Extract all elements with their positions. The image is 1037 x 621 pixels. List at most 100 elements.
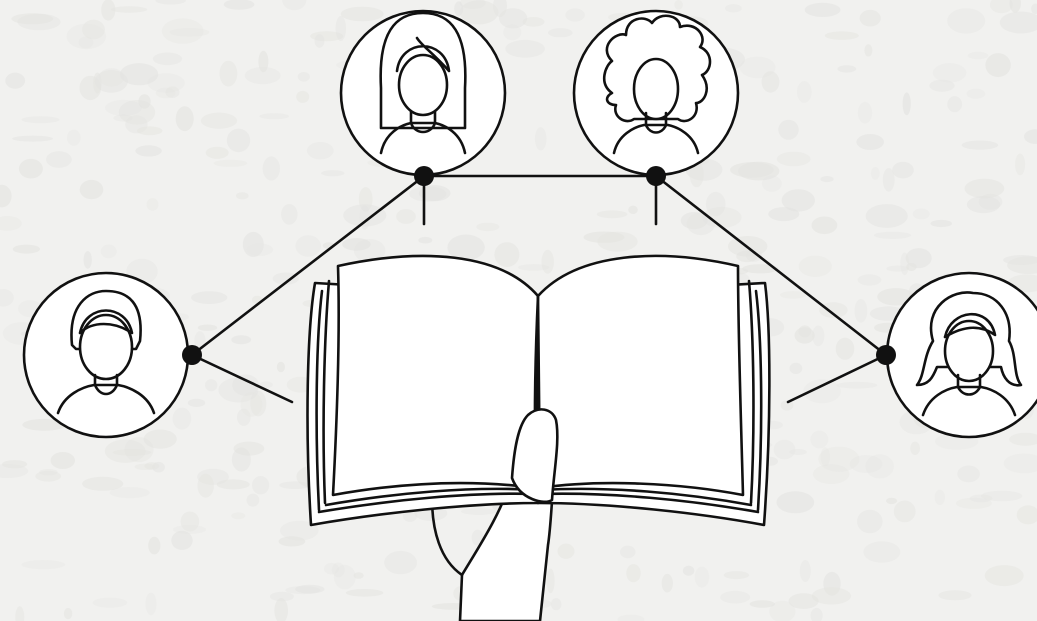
paper-speckle — [548, 28, 573, 38]
paper-speckle — [902, 92, 911, 116]
paper-speckle — [197, 468, 229, 485]
open-book-icon — [306, 254, 771, 527]
paper-speckle — [269, 591, 294, 602]
connector-right-upper — [654, 174, 888, 357]
paper-speckle — [705, 191, 726, 217]
paper-speckle — [92, 597, 128, 608]
paper-speckle — [947, 96, 963, 113]
paper-speckle — [1009, 0, 1021, 13]
paper-speckle — [109, 487, 150, 499]
paper-speckle — [136, 126, 163, 136]
paper-speckle — [730, 162, 774, 178]
paper-speckle — [454, 1, 464, 16]
paper-speckle — [262, 156, 280, 181]
paper-speckle — [938, 590, 972, 601]
paper-speckle — [551, 598, 562, 611]
person-wavy-hair-icon — [885, 271, 1037, 439]
paper-speckle — [46, 151, 72, 168]
paper-speckle — [804, 2, 841, 18]
paper-speckle — [1024, 129, 1037, 144]
paper-speckle — [12, 135, 54, 142]
paper-speckle — [985, 53, 1011, 78]
paper-speckle — [989, 0, 1013, 14]
paper-speckle — [244, 67, 281, 85]
network-nodes — [182, 166, 896, 365]
paper-speckle — [125, 115, 148, 134]
paper-speckle — [857, 509, 883, 534]
paper-speckle — [849, 455, 883, 473]
paper-speckle — [50, 452, 75, 469]
paper-speckle — [546, 568, 555, 594]
paper-speckle — [597, 231, 638, 252]
paper-speckle — [144, 462, 160, 470]
paper-speckle — [780, 400, 794, 411]
paper-speckle — [331, 562, 345, 578]
paper-speckle — [342, 238, 371, 251]
paper-speckle — [12, 244, 40, 254]
paper-speckle — [781, 189, 815, 212]
paper-speckle — [67, 129, 81, 146]
paper-speckle — [98, 68, 125, 87]
paper-speckle — [823, 571, 841, 596]
paper-speckle — [205, 379, 218, 392]
paper-speckle — [966, 88, 986, 99]
paper-speckle — [739, 56, 776, 79]
paper-speckle — [78, 36, 94, 49]
paper-speckle — [418, 185, 451, 202]
paper-speckle — [769, 600, 796, 621]
paper-speckle — [886, 265, 909, 272]
paper-speckle — [231, 512, 246, 520]
paper-speckle — [172, 407, 192, 430]
paper-speckle — [811, 216, 838, 235]
connector-left-lower — [190, 353, 294, 404]
paper-speckle — [776, 151, 811, 167]
paper-speckle — [343, 204, 387, 227]
paper-speckle — [812, 325, 825, 347]
paper-speckle — [180, 511, 200, 532]
paper-speckle — [66, 23, 107, 50]
paper-speckle — [272, 272, 299, 285]
paper-speckle — [1003, 453, 1037, 474]
paper-speckle — [1031, 3, 1037, 15]
paper-speckle — [63, 608, 73, 620]
paper-speckle — [877, 288, 915, 306]
paper-speckle — [18, 158, 43, 179]
paper-speckle — [900, 252, 910, 276]
connector-left-upper — [190, 174, 426, 357]
paper-speckle — [197, 324, 218, 331]
paper-speckle — [961, 140, 999, 150]
paper-speckle — [967, 51, 989, 60]
connector-right-lower — [786, 353, 888, 404]
person-short-hair-icon — [22, 271, 190, 439]
paper-speckle — [689, 161, 704, 188]
paper-speckle — [134, 463, 156, 470]
paper-speckle — [335, 15, 346, 42]
paper-speckle — [503, 24, 522, 41]
paper-speckle — [148, 536, 161, 555]
paper-speckle — [892, 161, 914, 179]
paper-speckle — [522, 17, 545, 27]
paper-speckle — [819, 302, 848, 318]
paper-speckle — [17, 13, 61, 31]
paper-speckle — [35, 470, 62, 482]
paper-speckle — [906, 263, 917, 271]
paper-speckle — [1015, 153, 1026, 176]
paper-speckle — [200, 112, 238, 129]
paper-speckle — [384, 550, 417, 575]
paper-speckle — [773, 439, 796, 460]
paper-speckle — [147, 73, 185, 93]
node-dot-right — [876, 345, 896, 365]
paper-speckle — [5, 72, 26, 89]
paper-speckle — [984, 565, 1024, 587]
paper-speckle — [124, 437, 154, 463]
paper-speckle — [135, 145, 162, 157]
paper-speckle — [242, 231, 264, 257]
paper-speckle — [459, 0, 486, 9]
paper-speckle — [505, 39, 545, 58]
paper-speckle — [218, 377, 259, 403]
paper-speckle — [617, 614, 645, 621]
paper-speckle — [113, 114, 133, 122]
paper-speckle — [583, 231, 625, 243]
